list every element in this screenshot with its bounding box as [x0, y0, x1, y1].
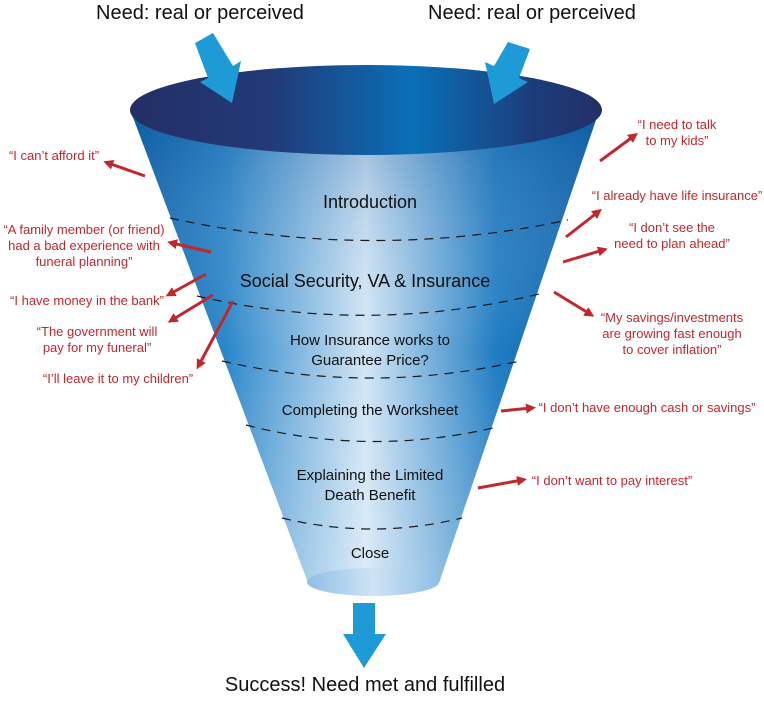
- objection-arrow-icon: [477, 475, 527, 490]
- stage-label: Social Security, VA & Insurance: [239, 271, 491, 291]
- objection-label: “I need to talk to my kids”: [637, 117, 717, 148]
- input-arrow-icon: [485, 42, 530, 104]
- stage-divider: [221, 360, 521, 379]
- objection-label: “I’ll leave it to my children”: [42, 371, 194, 386]
- funnel-bottom: [307, 568, 439, 596]
- objection-arrow-icon: [562, 246, 608, 264]
- objection-arrow-icon: [167, 239, 212, 254]
- stage-label: Completing the Worksheet: [281, 402, 459, 419]
- input-label: Need: real or perceived: [96, 2, 304, 24]
- objection-arrow-icon: [553, 290, 595, 317]
- objection-arrow-icon: [196, 300, 235, 370]
- output-arrow-icon: [343, 603, 386, 668]
- stage-divider: [281, 517, 463, 530]
- objection-label: “I have money in the bank”: [10, 293, 164, 308]
- funnel-body-shade: [131, 108, 600, 596]
- output-label: Success! Need met and fulfilled: [224, 674, 506, 696]
- stage-label: Introduction: [322, 192, 418, 212]
- stage-label: Explaining the Limited Death Benefit: [296, 467, 444, 504]
- objection-arrow-icon: [500, 403, 536, 414]
- objection-label: “I can’t afford it”: [8, 148, 100, 163]
- objection-label: “I don’t want to pay interest”: [531, 473, 693, 488]
- stage-divider: [245, 424, 498, 443]
- objection-label: “The government will pay for my funeral”: [36, 324, 158, 355]
- objection-label: “I don’t see the need to plan ahead”: [614, 220, 730, 251]
- funnel-top: [130, 65, 602, 155]
- objection-label: “I don’t have enough cash or savings”: [538, 400, 756, 415]
- objection-arrow-icon: [599, 133, 639, 163]
- objection-label: “I already have life insurance”: [591, 188, 763, 203]
- stage-divider: [169, 217, 569, 242]
- stage-label: How Insurance works to Guarantee Price?: [289, 332, 451, 369]
- input-label: Need: real or perceived: [428, 2, 636, 24]
- objection-arrow-icon: [565, 208, 602, 239]
- stage-label: Close: [350, 545, 390, 562]
- objection-arrow-icon: [165, 272, 207, 297]
- input-arrow-icon: [195, 33, 241, 103]
- objection-arrow-icon: [167, 293, 214, 323]
- objection-arrow-icon: [103, 159, 146, 178]
- objection-label: “My savings/investments are growing fast…: [600, 310, 744, 357]
- objection-label: “A family member (or friend) had a bad e…: [3, 222, 165, 269]
